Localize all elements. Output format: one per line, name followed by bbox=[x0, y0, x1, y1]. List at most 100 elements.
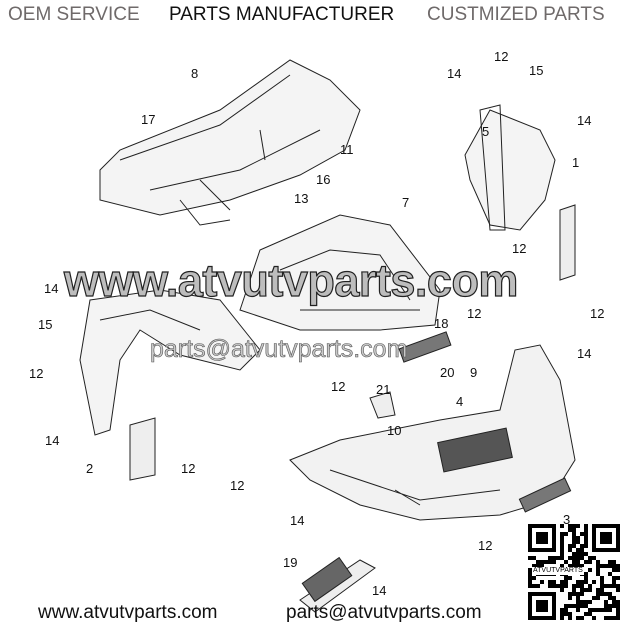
qr-module bbox=[560, 612, 564, 616]
callout: 12 bbox=[181, 461, 196, 476]
qr-module bbox=[556, 584, 560, 588]
callout: 16 bbox=[316, 172, 331, 187]
callout: 12 bbox=[590, 306, 605, 321]
qr-module bbox=[600, 580, 604, 584]
qr-module bbox=[532, 556, 536, 560]
qr-module bbox=[608, 592, 612, 596]
footer-email-link[interactable]: parts@atvutvparts.com bbox=[286, 602, 482, 623]
qr-module bbox=[600, 592, 604, 596]
qr-module bbox=[592, 608, 596, 612]
qr-module bbox=[540, 564, 544, 568]
qr-module bbox=[596, 560, 600, 564]
qr-module bbox=[576, 596, 580, 600]
qr-module bbox=[528, 576, 532, 580]
qr-module bbox=[616, 616, 620, 620]
qr-module bbox=[564, 608, 568, 612]
qr-module bbox=[588, 584, 592, 588]
qr-module bbox=[576, 564, 580, 568]
qr-module bbox=[568, 576, 572, 580]
qr-module bbox=[616, 588, 620, 592]
qr-module bbox=[600, 576, 604, 580]
qr-module bbox=[616, 600, 620, 604]
qr-module bbox=[584, 528, 588, 532]
qr-module bbox=[616, 612, 620, 616]
qr-module bbox=[560, 556, 564, 560]
qr-module bbox=[612, 596, 616, 600]
qr-module bbox=[564, 604, 568, 608]
qr-module bbox=[568, 548, 572, 552]
callout: 15 bbox=[529, 63, 544, 78]
qr-module bbox=[580, 552, 584, 556]
callout: 14 bbox=[577, 113, 592, 128]
qr-module bbox=[588, 600, 592, 604]
qr-module bbox=[564, 532, 568, 536]
qr-module bbox=[576, 580, 580, 584]
qr-module bbox=[536, 564, 540, 568]
qr-module bbox=[560, 564, 564, 568]
qr-module bbox=[600, 608, 604, 612]
qr-module bbox=[588, 588, 592, 592]
qr-module bbox=[572, 544, 576, 548]
qr-module bbox=[572, 540, 576, 544]
callout: 1 bbox=[572, 155, 580, 170]
qr-module bbox=[560, 616, 564, 620]
callout: 5 bbox=[482, 124, 490, 139]
qr-module bbox=[608, 608, 612, 612]
callout: 10 bbox=[387, 423, 402, 438]
footer-website-link[interactable]: www.atvutvparts.com bbox=[38, 602, 218, 623]
callout: 12 bbox=[494, 49, 509, 64]
qr-module bbox=[612, 584, 616, 588]
qr-module bbox=[572, 524, 576, 528]
qr-module bbox=[548, 584, 552, 588]
callout: 11 bbox=[340, 142, 354, 157]
qr-module bbox=[616, 608, 620, 612]
qr-module bbox=[616, 564, 620, 568]
qr-module bbox=[536, 584, 540, 588]
qr-module bbox=[600, 584, 604, 588]
qr-module bbox=[564, 580, 568, 584]
qr-module bbox=[608, 572, 612, 576]
qr-module bbox=[560, 584, 564, 588]
qr-module bbox=[572, 528, 576, 532]
qr-module bbox=[544, 560, 548, 564]
callout: 12 bbox=[230, 478, 245, 493]
qr-module bbox=[580, 604, 584, 608]
qr-module bbox=[592, 596, 596, 600]
callout: 18 bbox=[434, 316, 449, 331]
qr-module bbox=[596, 572, 600, 576]
qr-module bbox=[608, 604, 612, 608]
qr-module bbox=[604, 564, 608, 568]
qr-module bbox=[608, 596, 612, 600]
qr-module bbox=[588, 608, 592, 612]
qr-module bbox=[592, 580, 596, 584]
qr-module bbox=[560, 536, 564, 540]
callout: 14 bbox=[44, 281, 59, 296]
qr-module bbox=[596, 592, 600, 596]
qr-module bbox=[576, 600, 580, 604]
qr-module bbox=[576, 592, 580, 596]
part-7-hood bbox=[239, 214, 441, 331]
qr-module bbox=[616, 604, 620, 608]
qr-module bbox=[572, 556, 576, 560]
part-10-bracket bbox=[369, 391, 396, 419]
qr-module bbox=[580, 532, 584, 536]
qr-module bbox=[540, 580, 544, 584]
qr-module bbox=[584, 544, 588, 548]
qr-module bbox=[612, 616, 616, 620]
qr-module bbox=[572, 532, 576, 536]
part-8-cowl bbox=[99, 59, 361, 226]
qr-module bbox=[560, 540, 564, 544]
header-parts-manufacturer: PARTS MANUFACTURER bbox=[169, 4, 395, 25]
qr-module bbox=[584, 576, 588, 580]
callout: 2 bbox=[86, 461, 94, 476]
callout: 21 bbox=[376, 382, 391, 397]
qr-module bbox=[548, 556, 552, 560]
callout: 7 bbox=[402, 195, 410, 210]
callout: 14 bbox=[45, 433, 60, 448]
part-19-grille bbox=[299, 556, 376, 613]
callout: 13 bbox=[294, 191, 309, 206]
qr-module bbox=[528, 572, 532, 576]
qr-module bbox=[584, 532, 588, 536]
qr-module bbox=[572, 592, 576, 596]
